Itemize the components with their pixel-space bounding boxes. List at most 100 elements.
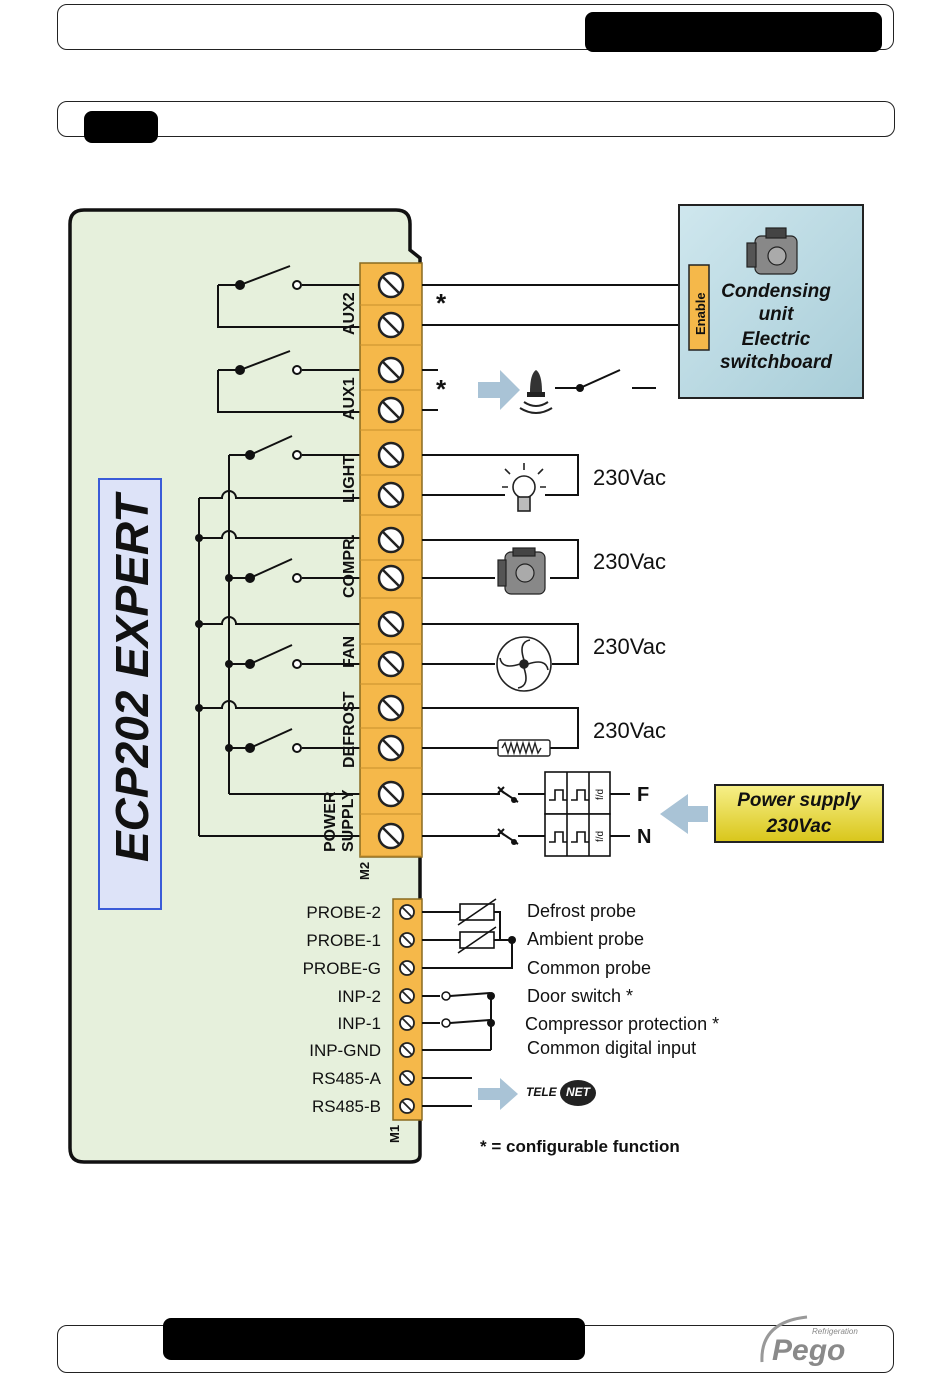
section-frame: [57, 101, 895, 137]
m2-screw-terminal: [377, 481, 405, 509]
compr-voltage: 230Vac: [593, 549, 666, 574]
load-wiring: [422, 284, 680, 837]
m2-screw-terminal: [377, 564, 405, 592]
m1-screw-terminal: [399, 1042, 415, 1058]
m1-screw-terminal: [399, 1098, 415, 1114]
m1-terminal-label: INP-GND: [309, 1041, 381, 1060]
m2-screw-terminal: [377, 356, 405, 384]
telenet-arrow: [478, 1078, 518, 1110]
brand-tagline: Refrigeration: [812, 1327, 858, 1336]
aux1-arrow: [478, 370, 520, 410]
m1-screw-terminal: [399, 960, 415, 976]
defrost-heater-icon: [497, 739, 551, 757]
m1-screw-terminal: [399, 932, 415, 948]
fan-icon: [496, 636, 552, 692]
m1-screw-terminal: [399, 988, 415, 1004]
light-bulb-icon: [502, 463, 546, 512]
fuse-label-n: f/d: [595, 831, 606, 842]
m2-label: M2: [357, 862, 372, 880]
m1-label: M1: [387, 1125, 402, 1143]
m2-terminal-label: AUX2: [341, 292, 358, 335]
enable-tab: [688, 264, 710, 351]
condensing-line1: Condensing: [721, 281, 831, 302]
telenet-part1: TELE: [526, 1085, 558, 1099]
m2-terminal-label: FAN: [341, 636, 358, 668]
m1-terminal-label: RS485-B: [312, 1097, 381, 1116]
m1-terminal-description: Common probe: [527, 958, 651, 978]
m2-screw-terminal: [377, 822, 405, 850]
m2-screw-terminal: [377, 311, 405, 339]
power-supply-line2: 230Vac: [766, 816, 832, 837]
condensing-line2: unit: [759, 304, 794, 325]
bus-junction: [225, 574, 233, 582]
phase-f: F: [637, 784, 649, 806]
m1-screw-terminal: [399, 1070, 415, 1086]
enable-label: Enable: [693, 292, 708, 335]
bus-junction: [225, 744, 233, 752]
m1-terminal-description: Ambient probe: [527, 929, 644, 949]
m1-terminal-label: PROBE-G: [303, 959, 381, 978]
condensing-line3: Electric: [742, 329, 811, 350]
footer-black-tab: [163, 1318, 585, 1360]
m2-screw-terminal: [377, 526, 405, 554]
m1-terminal-description: Compressor protection *: [525, 1014, 719, 1034]
m2-screw-terminal: [377, 780, 405, 808]
product-title: ECP202 EXPERT: [106, 491, 158, 862]
m1-terminal-label: RS485-A: [312, 1069, 382, 1088]
bus-junction: [225, 660, 233, 668]
compressor-icon: [497, 547, 546, 595]
m1-terminal-label: INP-1: [338, 1014, 381, 1033]
thermistor-icons: [457, 898, 497, 954]
product-label-box: [98, 478, 162, 910]
m1-terminal-description: Door switch *: [527, 986, 633, 1006]
m1-terminal-block: [392, 898, 423, 1121]
power-arrow: [660, 794, 708, 834]
m1-screw-terminal: [399, 1015, 415, 1031]
power-supply-line1: Power supply: [737, 790, 862, 811]
power-supply-label-1: POWER: [322, 791, 339, 852]
m1-terminal-description: Defrost probe: [527, 901, 636, 921]
m2-terminal-label: COMPR.: [341, 534, 358, 598]
m2-screw-terminal: [377, 734, 405, 762]
footnote: * = configurable function: [480, 1137, 680, 1156]
brand-swoosh: [760, 1315, 808, 1363]
controller-panel: [68, 208, 422, 1164]
telenet-logo: TELE NET: [526, 1080, 596, 1106]
condensing-compressor-icon: [746, 227, 798, 275]
alarm-bell-icon: [519, 370, 553, 414]
m2-screw-terminal: [377, 441, 405, 469]
aux2-star: *: [436, 288, 447, 318]
fuse-label-f: f/d: [595, 789, 606, 800]
aux1-star: *: [436, 374, 447, 404]
bus-junction: [195, 620, 203, 628]
m2-screw-terminal: [377, 610, 405, 638]
m1-terminal-label: PROBE-2: [306, 903, 381, 922]
defrost-voltage: 230Vac: [593, 718, 666, 743]
phase-n: N: [637, 826, 651, 848]
fan-voltage: 230Vac: [593, 634, 666, 659]
breaker-switches: [497, 786, 519, 845]
m1-terminal-label: INP-2: [338, 987, 381, 1006]
m2-terminal-label: LIGHT: [341, 455, 358, 503]
fuse-block: [544, 771, 611, 857]
condensing-line4: switchboard: [720, 352, 832, 373]
m2-screw-terminal: [377, 650, 405, 678]
section-black-tab: [84, 111, 158, 143]
m1-terminal-label: PROBE-1: [306, 931, 381, 950]
light-voltage: 230Vac: [593, 465, 666, 490]
bus-junction: [195, 704, 203, 712]
relay-common-bus: [198, 455, 380, 837]
m1-screw-terminal: [399, 904, 415, 920]
power-supply-box: [714, 784, 884, 843]
telenet-part2: NET: [566, 1085, 592, 1099]
bus-junction: [195, 534, 203, 542]
brand-logo: Pego: [772, 1334, 845, 1367]
m2-terminal-label: DEFROST: [341, 691, 358, 768]
m2-screw-terminal: [377, 396, 405, 424]
m2-screw-terminal: [377, 694, 405, 722]
m2-screw-terminal: [377, 271, 405, 299]
m2-terminal-label: AUX1: [341, 377, 358, 420]
m2-terminal-block: [359, 262, 423, 858]
power-supply-label-2: SUPPLY: [340, 789, 357, 852]
